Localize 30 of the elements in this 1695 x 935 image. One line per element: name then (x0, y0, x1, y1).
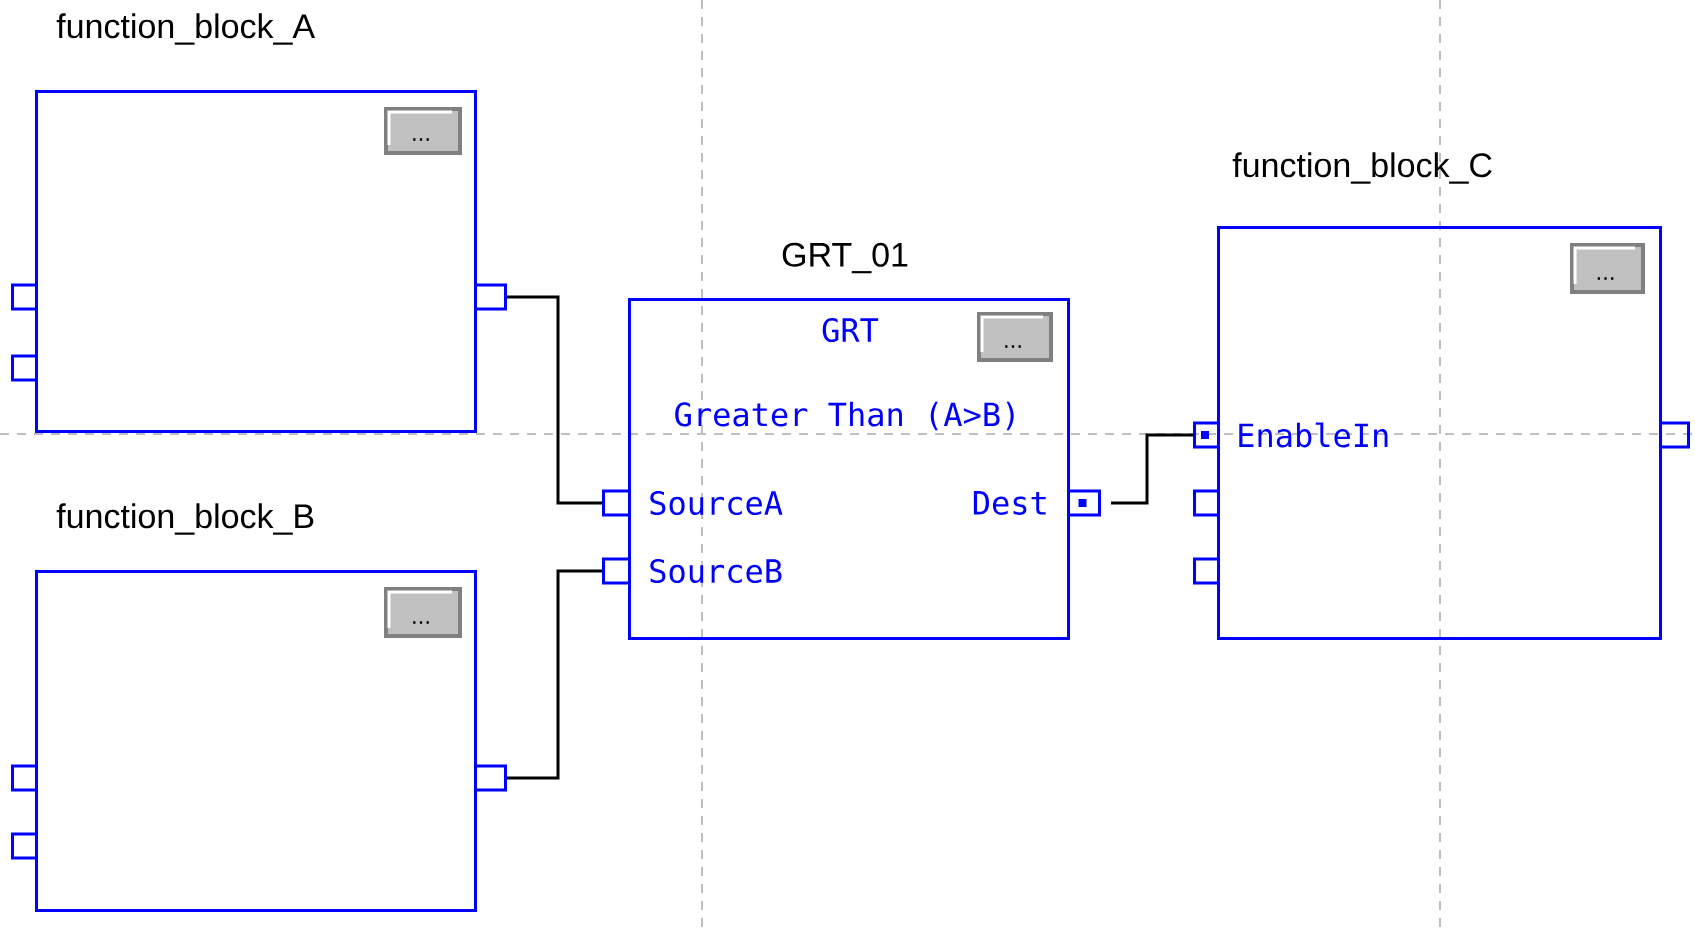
pin-label: Dest (973, 491, 1046, 515)
ellipsis-button: ... (1570, 243, 1645, 294)
ellipsis-button: ... (384, 587, 462, 638)
block-description: Greater Than (A>B) (675, 401, 1014, 431)
wire (507, 569, 602, 780)
ellipsis-button: ... (384, 107, 462, 155)
pin-square (602, 489, 631, 517)
block-title: function_block_C (1232, 152, 1492, 184)
pin-square (474, 283, 507, 311)
pin-square (1659, 421, 1690, 449)
pin-label: EnableIn (1239, 422, 1388, 448)
pin-square (11, 283, 38, 311)
wire (507, 295, 602, 505)
pin-square (11, 832, 38, 860)
pin-square (11, 354, 38, 382)
wire (1111, 433, 1193, 505)
pin-square (1193, 489, 1220, 517)
pin-square (1193, 557, 1220, 585)
ellipsis-button: ... (977, 312, 1053, 362)
block-type-label: GRT (822, 317, 879, 343)
block-title: GRT_01 (782, 242, 908, 274)
pin-square (474, 764, 507, 792)
block-title: function_block_A (56, 13, 316, 45)
pin-square (1067, 489, 1101, 517)
pin-square (11, 764, 38, 792)
pin-square (602, 557, 631, 585)
block-title: function_block_B (56, 503, 314, 535)
pin-label: SourceB (650, 558, 782, 584)
pin-square (1193, 421, 1220, 449)
pin-label: SourceA (650, 490, 783, 516)
